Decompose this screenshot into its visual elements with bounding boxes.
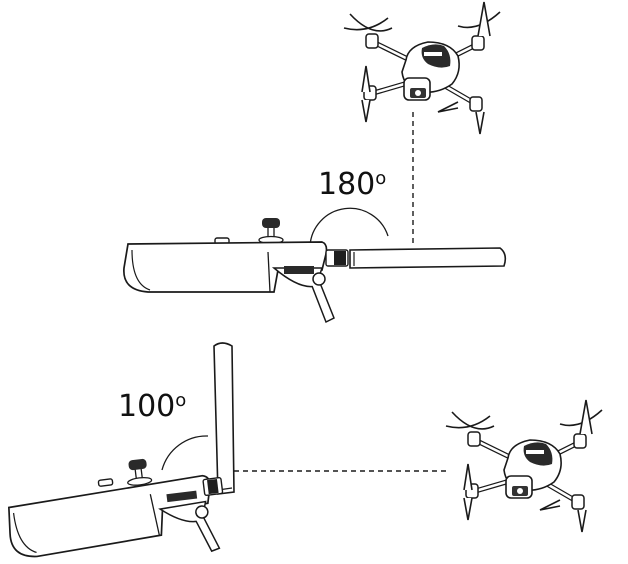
bottom-drone	[446, 400, 602, 532]
bottom-angle-value: 100	[118, 389, 175, 424]
top-angle-arc	[309, 207, 389, 247]
bottom-angle-degree-mark: o	[175, 390, 186, 411]
top-angle-value: 180	[318, 167, 375, 202]
bottom-angle-arc	[161, 435, 209, 471]
bottom-antenna-icon	[213, 342, 235, 495]
top-drone	[344, 2, 500, 134]
top-remote-controller	[123, 218, 349, 324]
top-angle-label: 180o	[318, 167, 386, 202]
top-angle-degree-mark: o	[375, 168, 386, 189]
top-antenna-icon	[349, 247, 507, 269]
bottom-remote-controller	[7, 458, 224, 558]
bottom-angle-label: 100o	[118, 389, 186, 424]
